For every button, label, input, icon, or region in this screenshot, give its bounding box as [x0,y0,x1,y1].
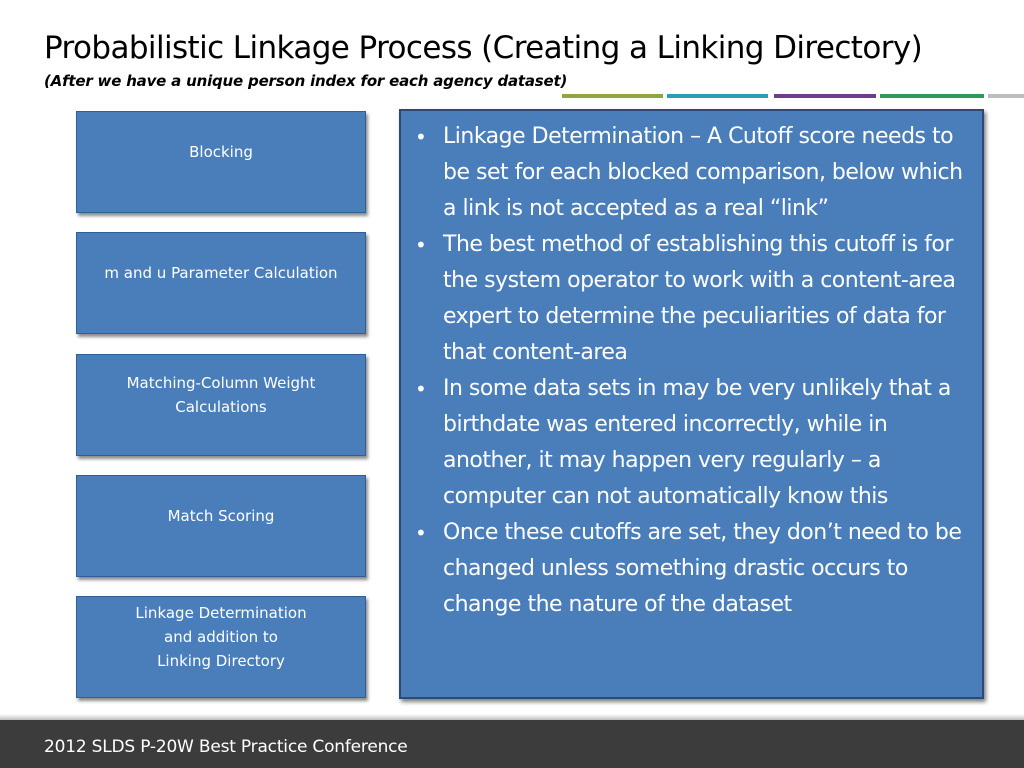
step-label: Blocking [189,143,253,161]
rule-bar-dark-green [880,94,984,98]
rule-bar-teal [667,94,768,98]
bullet-item: • Once these cutoffs are set, they don’t… [409,515,970,623]
bullet-panel: • Linkage Determination – A Cutoff score… [399,109,984,699]
footer-text: 2012 SLDS P-20W Best Practice Conference [44,737,408,757]
step-label: Matching-Column Weight Calculations [126,374,316,416]
rule-bar-gray [988,94,1024,98]
rule-bar-purple [774,94,876,98]
step-match-scoring: Match Scoring [76,475,366,577]
bullet-item: • The best method of establishing this c… [409,227,970,371]
footer-bar [0,720,1024,768]
step-linkage-determination: Linkage Determination and addition to Li… [76,596,366,698]
step-blocking: Blocking [76,111,366,213]
bullet-dot-icon: • [415,377,427,401]
bullet-text: Linkage Determination – A Cutoff score n… [443,124,963,221]
bullet-list: • Linkage Determination – A Cutoff score… [409,119,970,623]
step-m-u-parameter-calculation: m and u Parameter Calculation [76,232,366,334]
step-label: Linkage Determination and addition to Li… [135,604,307,670]
bullet-dot-icon: • [415,521,427,545]
step-label: m and u Parameter Calculation [104,264,338,282]
bullet-dot-icon: • [415,233,427,257]
bullet-item: • In some data sets in may be very unlik… [409,371,970,515]
step-label: Match Scoring [167,507,275,525]
step-matching-column-weight-calculations: Matching-Column Weight Calculations [76,354,366,456]
bullet-text: In some data sets in may be very unlikel… [443,376,951,509]
bullet-text: Once these cutoffs are set, they don’t n… [443,520,962,617]
bullet-dot-icon: • [415,125,427,149]
bullet-item: • Linkage Determination – A Cutoff score… [409,119,970,227]
footer-shadow [0,714,1024,720]
rule-bar-green [562,94,663,98]
slide-subtitle: (After we have a unique person index for… [44,72,568,90]
bullet-text: The best method of establishing this cut… [443,232,956,365]
slide-title: Probabilistic Linkage Process (Creating … [44,30,923,66]
